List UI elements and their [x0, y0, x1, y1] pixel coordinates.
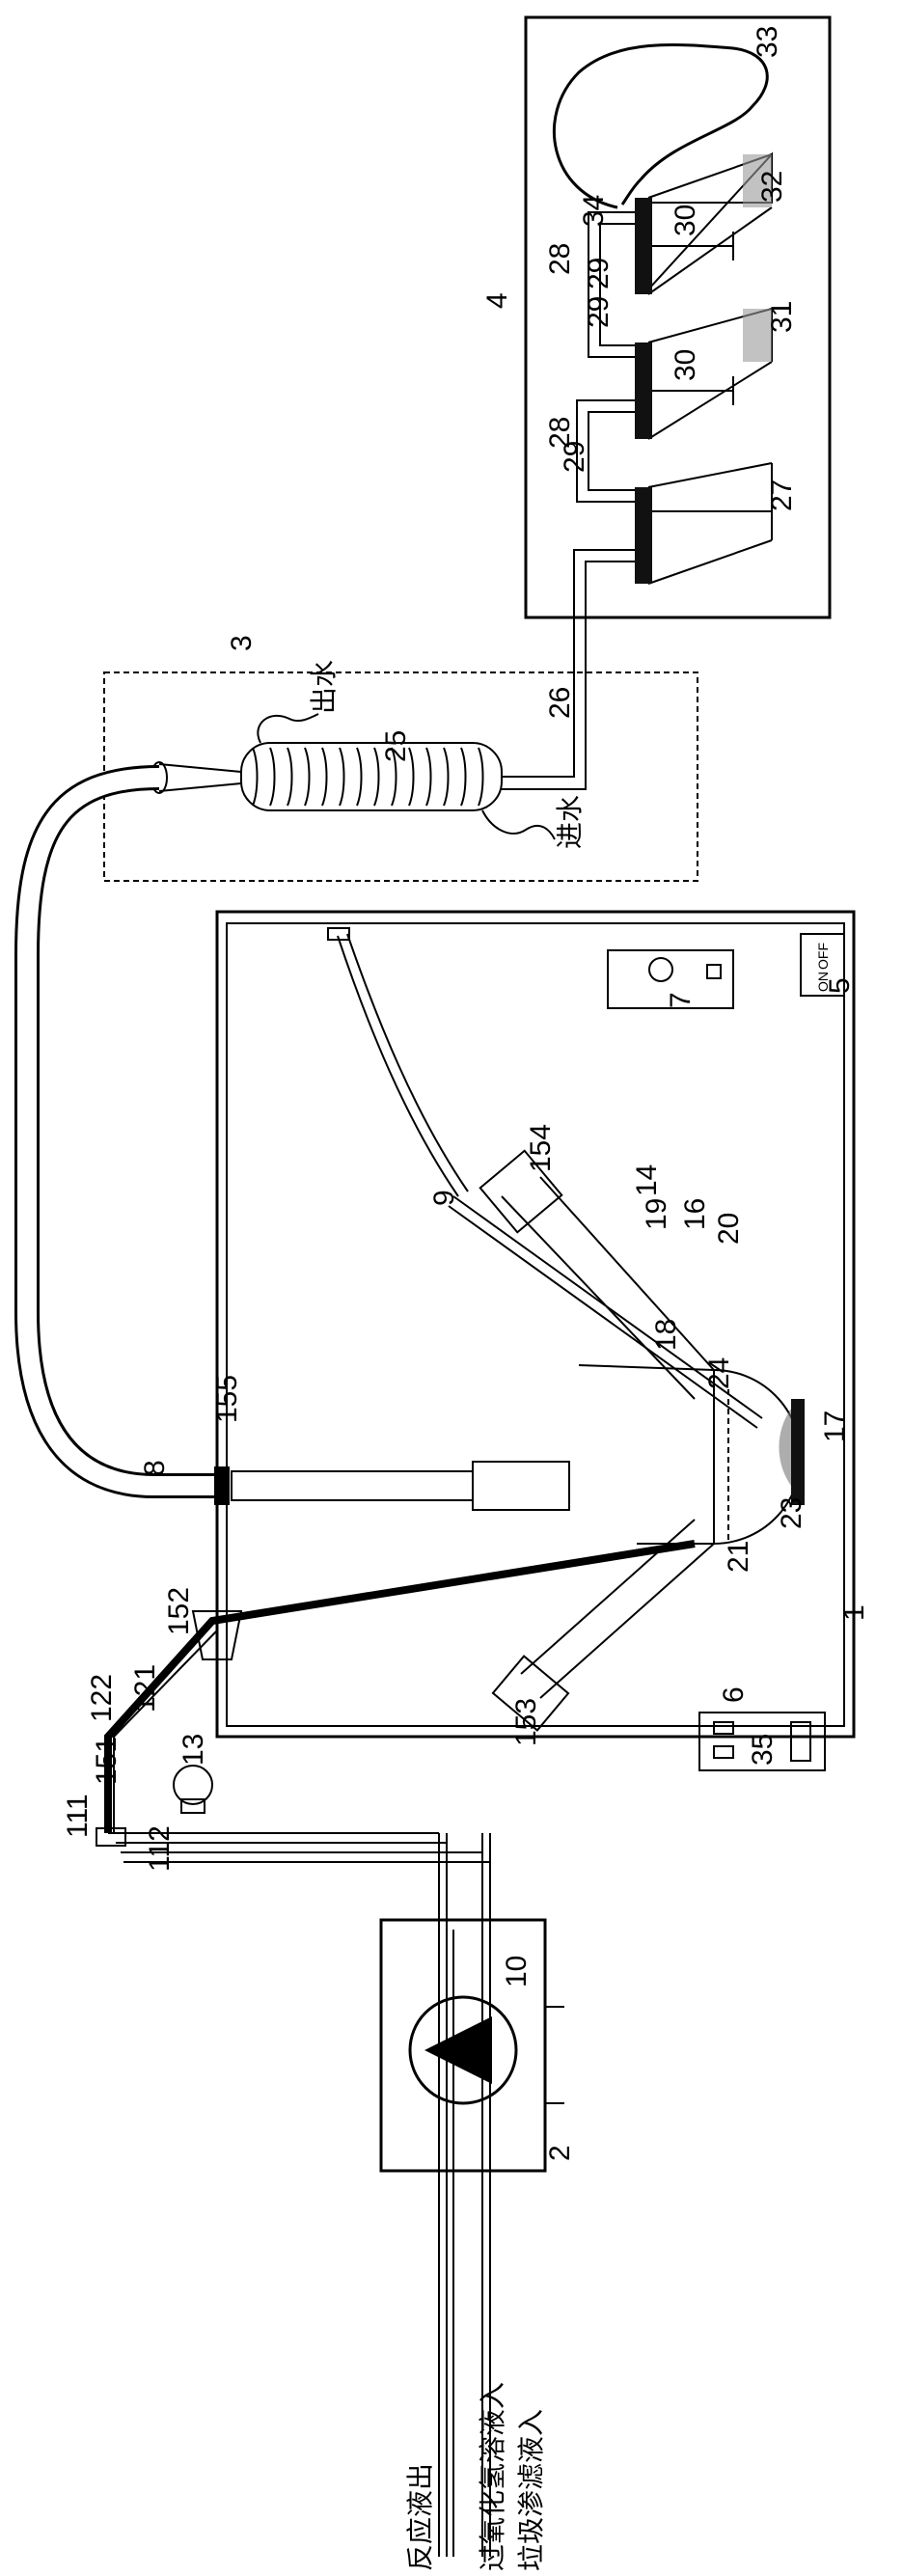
- reaction-chamber: [104, 910, 856, 1833]
- label-3: 3: [226, 635, 258, 651]
- label-17: 17: [819, 1411, 851, 1442]
- label-24: 24: [703, 1357, 735, 1389]
- label-1: 1: [838, 1604, 870, 1621]
- leachate-in-label: 垃圾渗滤液入: [515, 2409, 547, 2571]
- label-6: 6: [718, 1686, 750, 1703]
- label-35: 35: [747, 1734, 779, 1766]
- label-27: 27: [766, 480, 798, 511]
- label-155: 155: [211, 1375, 243, 1423]
- label-33: 33: [752, 26, 783, 58]
- label-30a: 30: [670, 205, 701, 236]
- label-19: 19: [641, 1198, 672, 1230]
- water-out-label: 出水: [308, 660, 340, 714]
- label-29c: 29: [559, 441, 590, 473]
- label-9: 9: [428, 1190, 460, 1206]
- label-31: 31: [766, 301, 798, 333]
- switch-on-label: ON: [815, 972, 831, 992]
- label-34: 34: [578, 195, 610, 227]
- label-23: 23: [776, 1497, 807, 1529]
- label-14: 14: [631, 1165, 663, 1196]
- water-in-label: 进水: [554, 795, 586, 849]
- condenser-box: [103, 671, 698, 882]
- label-20: 20: [713, 1213, 745, 1245]
- label-2: 2: [544, 2145, 576, 2161]
- label-26: 26: [544, 687, 576, 719]
- label-154: 154: [525, 1124, 557, 1172]
- number-labels: 1 2 3 4 5 6 7 8 9 10 13 14 16 17 18 19 2…: [62, 26, 870, 2161]
- label-29a: 29: [583, 258, 615, 289]
- gas-bag: [552, 42, 769, 209]
- label-18: 18: [650, 1319, 682, 1351]
- label-4: 4: [481, 292, 513, 309]
- label-112: 112: [144, 1825, 176, 1872]
- label-111: 111: [62, 1794, 94, 1838]
- label-32: 32: [756, 171, 788, 203]
- label-7: 7: [665, 992, 697, 1008]
- reaction-out-label: 反应液出: [404, 2463, 436, 2571]
- label-8: 8: [139, 1460, 171, 1476]
- label-28b: 28: [544, 417, 576, 449]
- pump: [96, 1827, 564, 2557]
- label-152: 152: [163, 1587, 195, 1635]
- label-151: 151: [91, 1737, 123, 1785]
- label-121: 121: [129, 1664, 161, 1713]
- u-tube: [14, 765, 222, 1498]
- condenser-coil: [252, 747, 484, 807]
- flask-train-box: [524, 15, 832, 772]
- label-122: 122: [86, 1674, 118, 1722]
- label-21: 21: [723, 1541, 754, 1573]
- label-28a: 28: [544, 243, 576, 275]
- label-29b: 29: [583, 296, 615, 328]
- h2o2-in-label: 过氧化氢溶液入: [477, 2382, 508, 2571]
- power-switch[interactable]: ON OFF: [815, 943, 831, 992]
- label-5: 5: [824, 977, 856, 994]
- label-30b: 30: [670, 349, 701, 381]
- annotations: 出水 进水 反应液出 过氧化氢溶液入 垃圾渗滤液入: [308, 660, 586, 2571]
- label-10: 10: [501, 1956, 533, 1987]
- label-153: 153: [510, 1698, 542, 1746]
- label-25: 25: [380, 730, 412, 762]
- switch-off-label: OFF: [815, 943, 831, 970]
- label-16: 16: [679, 1198, 711, 1230]
- label-13: 13: [178, 1734, 209, 1766]
